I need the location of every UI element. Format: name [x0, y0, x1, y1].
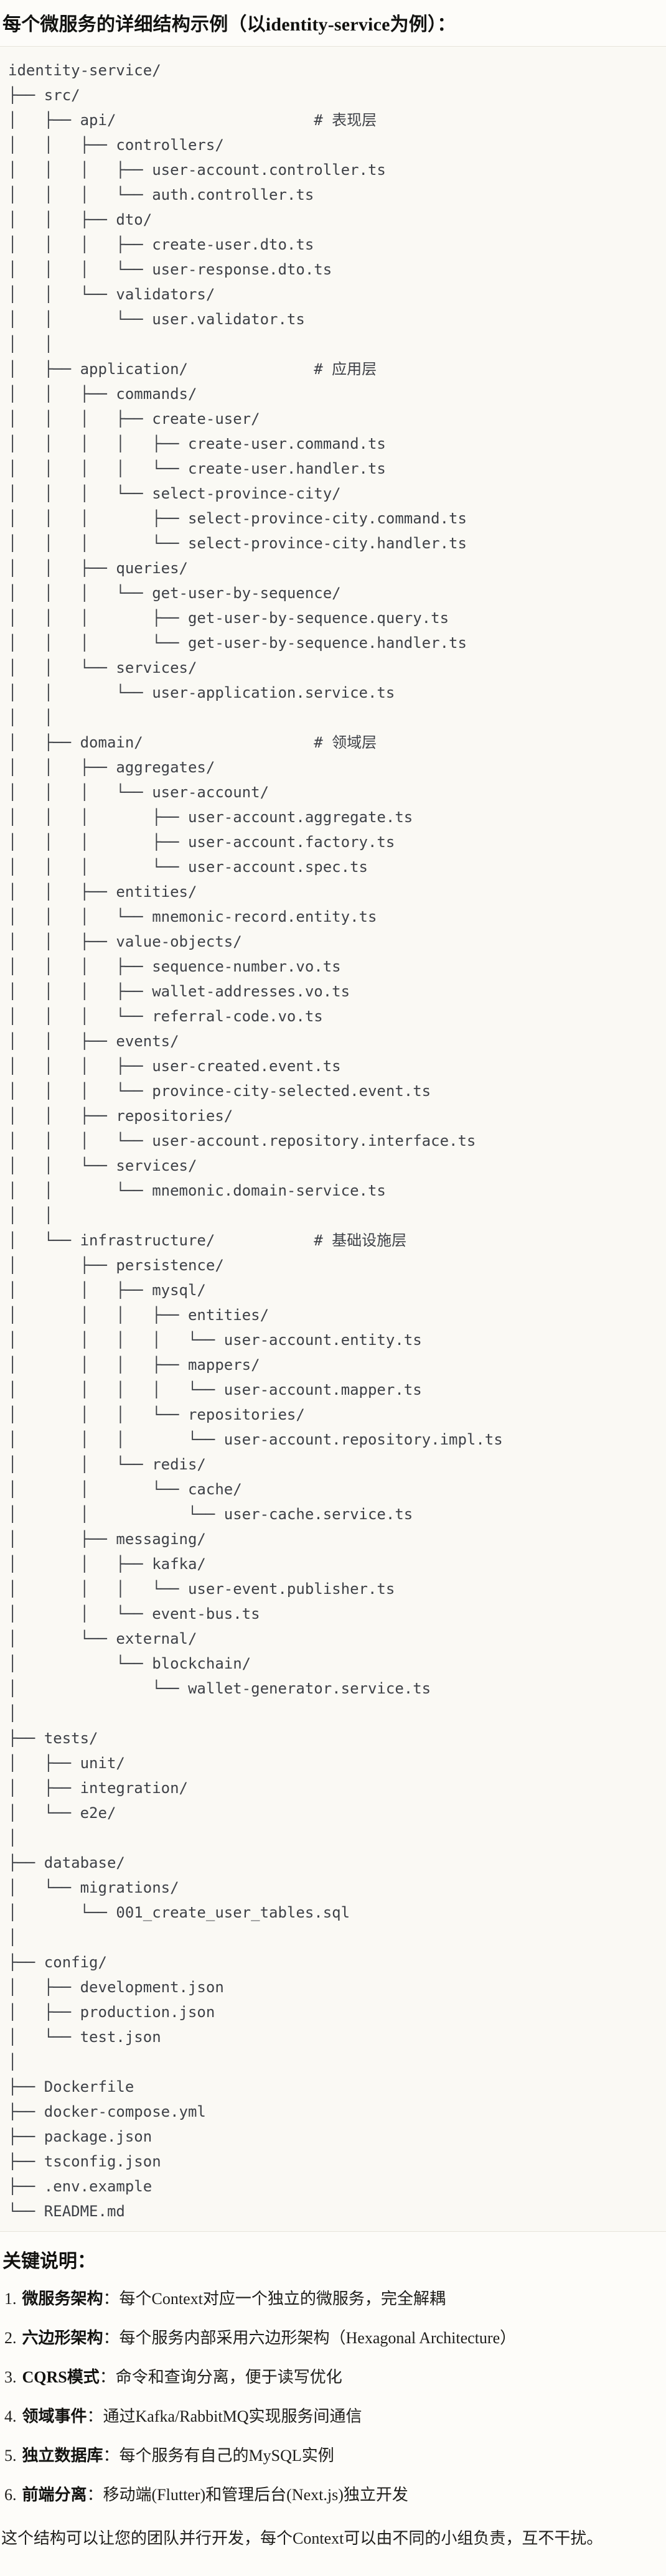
notes-footer: 这个结构可以让您的团队并行开发，每个Context可以由不同的小组负责，互不干扰…: [1, 2529, 603, 2547]
note-item-term: 微服务架构: [22, 2290, 103, 2308]
document-content: 每个微服务的详细结构示例（以identity-service为例）： ident…: [0, 14, 666, 2549]
note-item-number: 2.: [4, 2329, 17, 2347]
note-item-number: 3.: [4, 2368, 17, 2386]
note-item-independent-db: 5. 独立数据库：每个服务有自己的MySQL实例: [4, 2446, 665, 2466]
note-item-frontend-split: 6. 前端分离：移动端(Flutter)和管理后台(Next.js)独立开发: [4, 2485, 665, 2505]
note-item-term: 领域事件: [22, 2407, 87, 2425]
note-item-desc: ：每个服务有自己的MySQL实例: [103, 2447, 334, 2465]
note-item-desc: ：每个Context对应一个独立的微服务，完全解耦: [103, 2290, 446, 2308]
note-item-desc: ：移动端(Flutter)和管理后台(Next.js)独立开发: [87, 2486, 408, 2504]
note-item-term: 独立数据库: [22, 2447, 103, 2465]
note-item-desc: ：每个服务内部采用六边形架构（Hexagonal Architecture）: [103, 2329, 517, 2347]
note-item-number: 6.: [4, 2486, 17, 2504]
note-item-term: 前端分离: [22, 2486, 87, 2504]
file-tree-code-block: identity-service/ ├── src/ │ ├── api/ # …: [0, 46, 666, 2232]
note-item-domain-events: 4. 领域事件：通过Kafka/RabbitMQ实现服务间通信: [4, 2407, 665, 2427]
note-item-hexagonal: 2. 六边形架构：每个服务内部采用六边形架构（Hexagonal Architec…: [4, 2328, 665, 2348]
note-item-microservices: 1. 微服务架构：每个Context对应一个独立的微服务，完全解耦: [4, 2289, 665, 2309]
note-item-cqrs: 3. CQRS模式：命令和查询分离，便于读写优化: [4, 2368, 665, 2387]
note-item-term: CQRS模式: [22, 2368, 100, 2386]
note-item-term: 六边形架构: [22, 2329, 103, 2347]
note-item-number: 4.: [4, 2407, 17, 2425]
note-item-number: 1.: [4, 2290, 17, 2308]
note-item-number: 5.: [4, 2447, 17, 2465]
notes-heading: 关键说明：: [2, 2251, 96, 2272]
file-tree: identity-service/ ├── src/ │ ├── api/ # …: [8, 62, 503, 2220]
page-title: 每个微服务的详细结构示例（以identity-service为例）：: [2, 14, 456, 35]
note-item-desc: ：通过Kafka/RabbitMQ实现服务间通信: [87, 2407, 362, 2425]
note-item-desc: ：命令和查询分离，便于读写优化: [99, 2368, 342, 2386]
